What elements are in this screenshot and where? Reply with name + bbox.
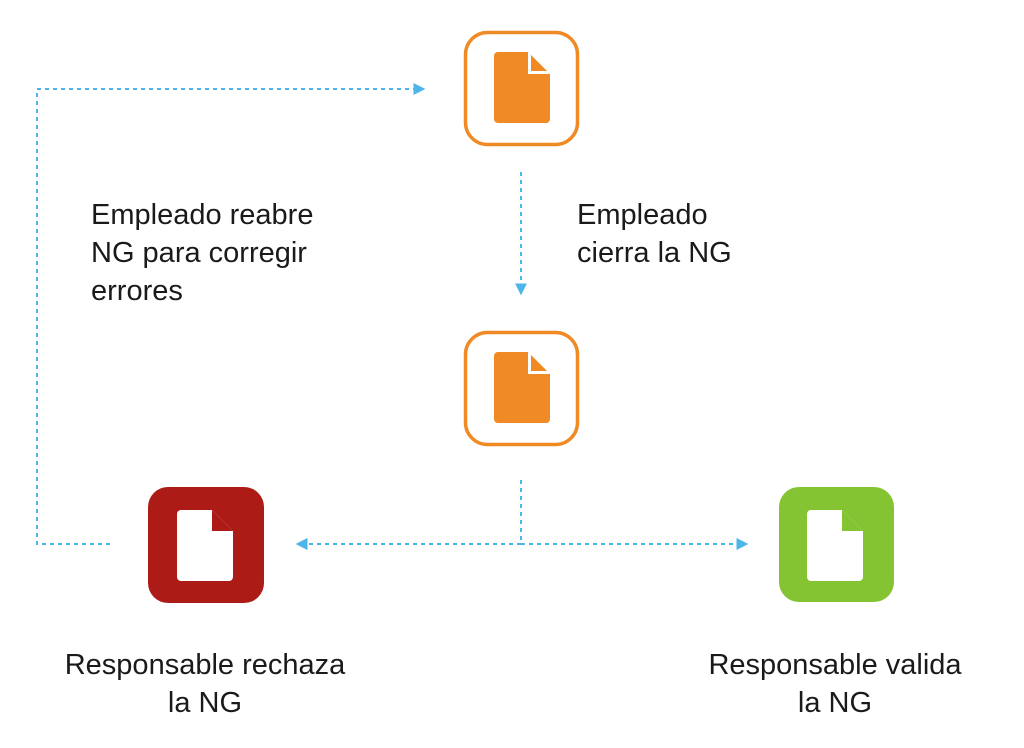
document-icon bbox=[807, 510, 863, 581]
arrow-reopen bbox=[36, 83, 426, 545]
document-icon bbox=[494, 352, 550, 423]
reopen-label: Empleado reabre NG para corregir errores bbox=[91, 199, 314, 307]
ng-open-node bbox=[463, 30, 580, 147]
reject-label: Responsable rechaza la NG bbox=[64, 649, 346, 719]
document-icon bbox=[494, 52, 550, 123]
ng-rejected-node bbox=[148, 487, 264, 603]
validate-label: Responsable valida la NG bbox=[708, 649, 962, 719]
ng-closed-node bbox=[463, 330, 580, 447]
document-icon bbox=[177, 510, 233, 581]
close-label: Empleado cierra la NG bbox=[577, 199, 732, 269]
ng-validated-node bbox=[779, 487, 894, 602]
